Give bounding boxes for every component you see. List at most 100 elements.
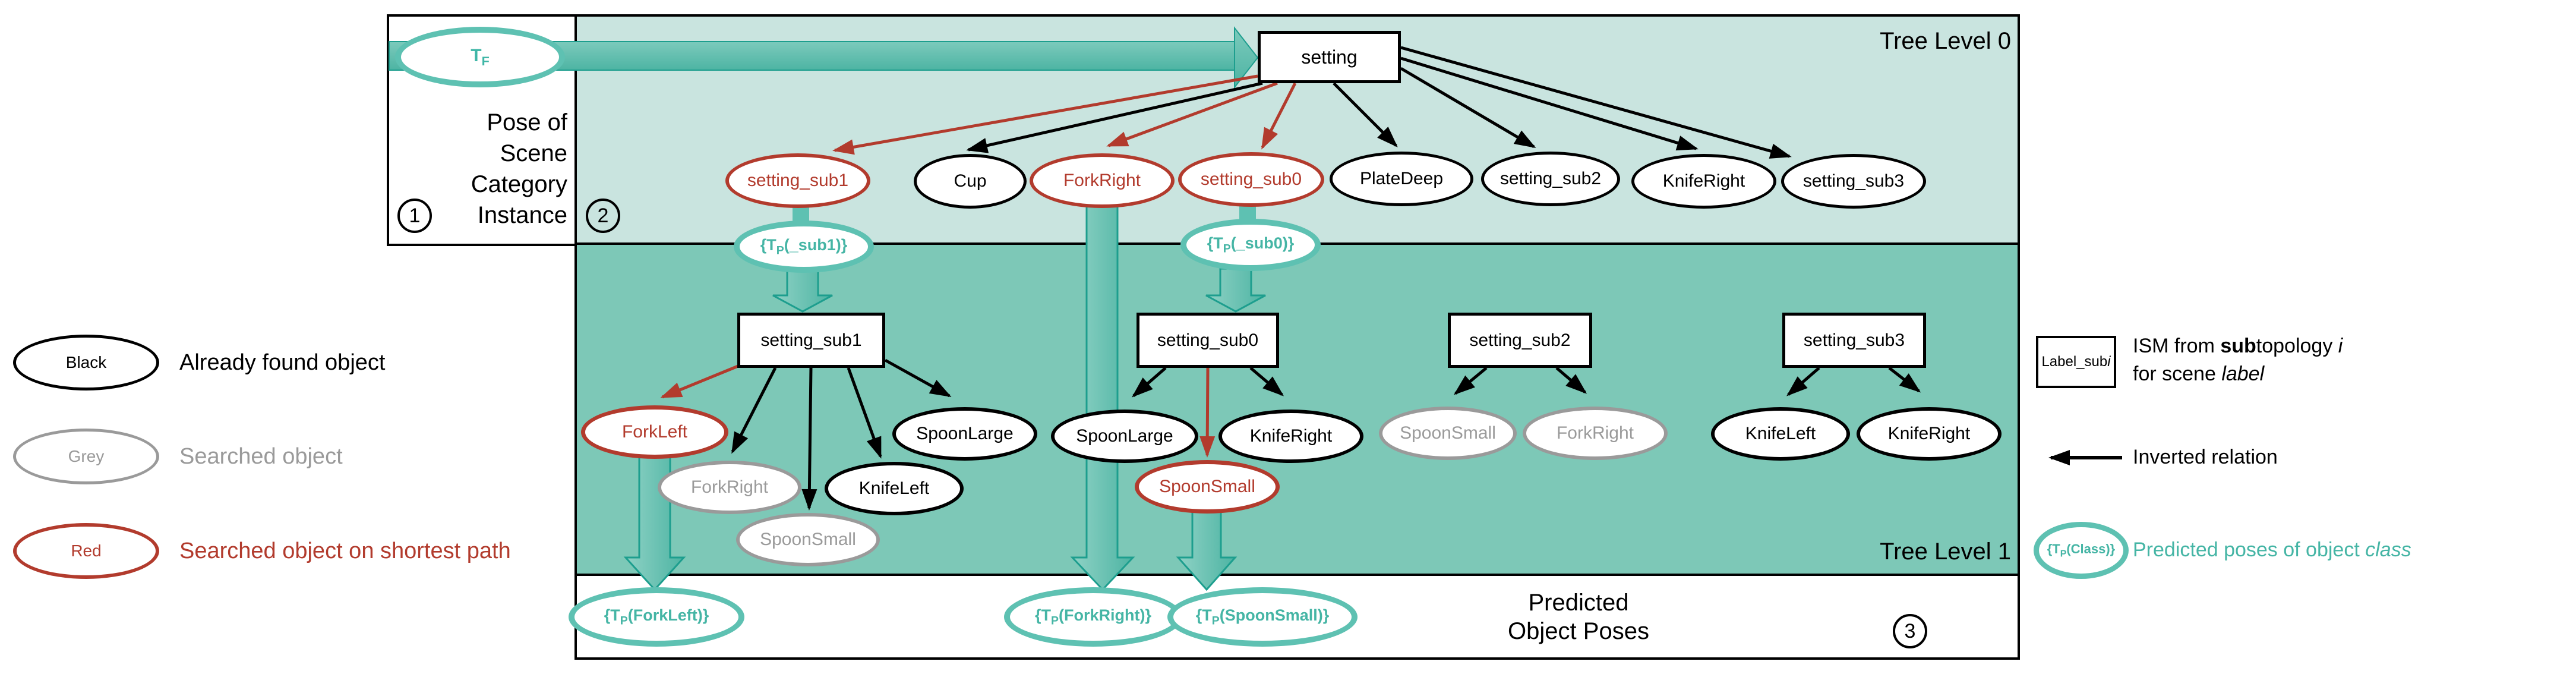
edge-sub1-spoonlarge: [884, 358, 952, 398]
edge-setting-cup: [966, 81, 1263, 153]
step-1-number: 1: [409, 204, 421, 227]
node-l1-sub0-spoonlarge: SpoonLarge: [1051, 410, 1198, 463]
predicted-line1: Predicted: [1528, 590, 1629, 616]
node-label: setting_sub0: [1157, 330, 1259, 350]
node-l1-forkleft: ForkLeft: [581, 405, 728, 459]
step-3-number: 3: [1904, 619, 1916, 642]
tf-pose-ellipse: TF: [395, 27, 565, 87]
step-2-badge: 2: [586, 199, 620, 233]
edge-sub1-spoonsmall: [801, 367, 817, 511]
predicted-line2: Object Poses: [1508, 618, 1649, 644]
tp-sub1-block-arrow: [772, 270, 833, 313]
edge-setting-sub2: [1400, 67, 1536, 149]
node-l1-sub3-knifeleft: KnifeLeft: [1711, 407, 1850, 461]
node-label: setting_sub2: [1469, 330, 1571, 350]
node-l0-cup: Cup: [914, 154, 1027, 209]
node-label: setting_sub3: [1802, 171, 1905, 191]
tp-forkleft-ellipse: {TP(ForkLeft)}: [569, 587, 744, 647]
predicted-object-poses-label: Predicted Object Poses: [1460, 588, 1697, 645]
node-l1-sub2-spoonsmall: SpoonSmall: [1379, 407, 1517, 460]
node-l1-box-setting-sub1: setting_sub1: [737, 313, 885, 368]
legend-ism-line2: for scene label: [2133, 363, 2265, 385]
tp-sub0-label: {TP(_sub0)}: [1207, 234, 1295, 256]
node-setting: setting: [1258, 31, 1401, 83]
node-label: KnifeLeft: [1745, 424, 1816, 443]
edge-sub2-forkright: [1555, 367, 1587, 394]
legend-grey-swatch-label: Grey: [68, 447, 105, 465]
spoonsmall-pose-block-arrow: [1176, 510, 1238, 591]
edge-setting-forkright: [1106, 81, 1278, 147]
legend-red-swatch-label: Red: [71, 541, 102, 560]
node-l1-box-setting-sub2: setting_sub2: [1448, 313, 1592, 368]
tp-sub0-ellipse: {TP(_sub0)}: [1180, 219, 1321, 271]
legend-grey-desc: Searched object: [179, 443, 343, 469]
edge-sub2-spoonsmall: [1453, 367, 1488, 395]
legend-black-swatch-label: Black: [65, 353, 107, 371]
node-l0-platedeep: PlateDeep: [1330, 152, 1473, 206]
edge-sub1-forkright: [731, 367, 777, 454]
step-2-number: 2: [597, 204, 609, 227]
pose-caption-line: Instance: [477, 202, 567, 228]
tree-level-1-label: Tree Level 1: [1880, 538, 2011, 565]
node-l1-sub0-kniferight: KnifeRight: [1218, 410, 1363, 463]
node-l1-sub3-kniferight: KnifeRight: [1857, 407, 2002, 461]
node-label: KnifeRight: [1887, 424, 1971, 443]
node-l1-sub1-knifeleft: KnifeLeft: [825, 462, 964, 515]
node-label: SpoonSmall: [1400, 423, 1496, 443]
edge-sub0-spoonlarge: [1131, 367, 1167, 398]
edge-sub0-kniferight: [1249, 367, 1284, 396]
edge-sub0-spoonsmall: [1199, 367, 1216, 458]
pose-caption: Pose of Scene Category Instance: [389, 107, 567, 231]
legend-predicted-poses: Predicted poses of object class: [2133, 538, 2411, 561]
step-1-badge: 1: [397, 199, 432, 233]
legend-black-desc: Already found object: [179, 349, 386, 375]
tp-sub1-ellipse: {TP(_sub1)}: [734, 221, 874, 273]
node-l1-sub1-spoonsmall: SpoonSmall: [736, 513, 880, 566]
legend-red-ellipse: Red: [13, 523, 159, 579]
node-label: KnifeRight: [1662, 171, 1745, 191]
node-label: SpoonSmall: [760, 530, 856, 549]
legend-label-sub-box: Label_subi: [2036, 336, 2116, 388]
legend-inverted-relation: Inverted relation: [2133, 446, 2278, 468]
pose-caption-line: Category: [471, 171, 567, 197]
node-label: setting_sub3: [1803, 330, 1905, 350]
node-l1-sub0-spoonsmall: SpoonSmall: [1135, 460, 1280, 514]
node-l1-sub2-forkright: ForkRight: [1523, 407, 1668, 460]
node-label: setting_sub1: [760, 330, 862, 350]
edge-setting-sub0: [1261, 82, 1297, 150]
node-label: SpoonLarge: [1076, 426, 1173, 446]
node-label: ForkRight: [1063, 171, 1141, 190]
edge-sub3-knifeleft: [1786, 367, 1820, 396]
tf-label: TF: [471, 45, 490, 68]
legend-grey-ellipse: Grey: [13, 429, 159, 484]
legend-ism-line1: ISM from subtopology i: [2133, 335, 2343, 357]
node-l0-setting-sub0: setting_sub0: [1178, 152, 1324, 207]
tp-spoonsmall-ellipse: {TP(SpoonSmall)}: [1167, 587, 1358, 647]
node-label: KnifeLeft: [858, 478, 930, 498]
edge-sub3-kniferight: [1888, 367, 1921, 393]
node-label: ForkLeft: [621, 422, 688, 442]
node-label: setting_sub0: [1200, 169, 1302, 189]
tp-forkleft-label: {TP(ForkLeft)}: [604, 606, 709, 628]
node-label: ForkRight: [690, 477, 769, 497]
node-setting-label: setting: [1301, 46, 1358, 68]
legend-tp-class-label: {TP(Class)}: [2047, 541, 2116, 559]
node-l1-box-setting-sub3: setting_sub3: [1782, 313, 1926, 368]
node-l1-box-setting-sub0: setting_sub0: [1137, 313, 1279, 368]
node-l0-forkright: ForkRight: [1030, 153, 1175, 208]
legend-red-desc: Searched object on shortest path: [179, 538, 511, 563]
tp-forkright-label: {TP(ForkRight)}: [1035, 606, 1151, 628]
tree-level-0-label: Tree Level 0: [1880, 28, 2011, 54]
node-label: ForkRight: [1556, 423, 1634, 443]
edge-setting-platedeep: [1333, 82, 1398, 147]
node-l1-sub1-forkright: ForkRight: [658, 461, 801, 514]
node-l0-setting-sub1: setting_sub1: [725, 153, 870, 208]
legend-black-ellipse: Black: [13, 335, 159, 390]
node-label: SpoonLarge: [916, 424, 1014, 443]
node-label: setting_sub1: [747, 171, 849, 190]
forkright-pose-band-arrow: [1070, 204, 1135, 591]
node-label: SpoonSmall: [1159, 477, 1255, 496]
tp-spoonsmall-label: {TP(SpoonSmall)}: [1195, 606, 1330, 628]
edge-setting-sub3: [1400, 46, 1792, 159]
